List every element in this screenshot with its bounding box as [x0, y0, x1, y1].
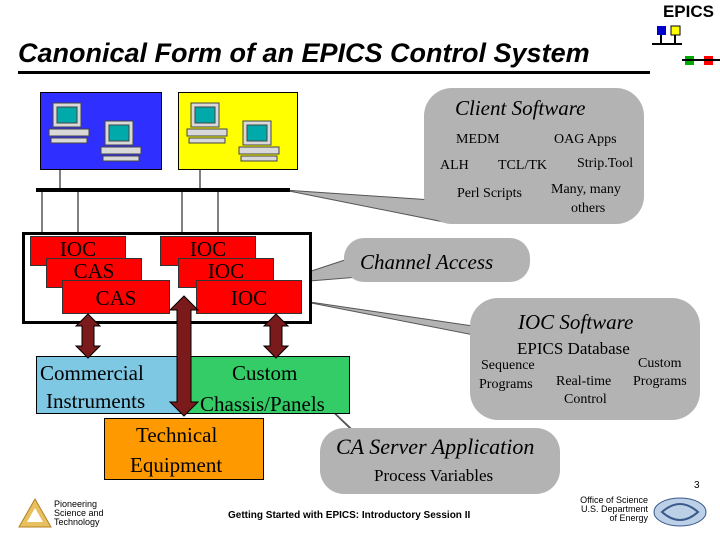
client-item-perl: Perl Scripts	[457, 186, 522, 201]
instruments-label: Instruments	[46, 389, 146, 413]
arrow-icon	[168, 295, 200, 417]
custom-chassis-box	[180, 356, 350, 414]
technical-equipment-box	[104, 418, 264, 480]
page-number: 3	[694, 480, 700, 491]
client-software-bubble	[424, 88, 644, 224]
page-title: Canonical Form of an EPICS Control Syste…	[18, 38, 590, 68]
client-item-alh: ALH	[440, 158, 469, 173]
footer-left-text: Pioneering Science and Technology	[54, 500, 104, 527]
ioc-software-sequence: Sequence	[481, 358, 535, 373]
chassis-panels-label: Chassis/Panels	[200, 392, 325, 416]
footer-left-line-1: Pioneering	[54, 499, 98, 509]
custom-label: Custom	[232, 361, 298, 385]
argonne-logo-icon	[18, 498, 52, 528]
footer-right-line-2: U.S. Department	[580, 504, 648, 514]
ca-server-bubble	[320, 428, 560, 494]
footer-right-line-1: Office of Science	[580, 495, 648, 505]
client-software-heading: Client Software	[455, 96, 586, 120]
ca-server-sub: Process Variables	[374, 466, 494, 485]
ioc-software-custom: Custom	[638, 356, 682, 371]
client-item-others: others	[571, 201, 606, 216]
computer-icon	[48, 102, 142, 162]
ioc-software-programs-left: Programs	[479, 377, 533, 392]
ioc-software-heading: IOC Software	[518, 310, 634, 334]
ioc-software-programs-right: Programs	[633, 374, 687, 389]
ioc-box-mid-right: IOC	[178, 258, 274, 288]
epics-logo-text: EPICS	[662, 2, 714, 21]
ioc-software-control: Control	[564, 392, 607, 407]
computer-icon	[186, 102, 280, 162]
ca-server-heading: CA Server Application	[336, 434, 535, 459]
footer-session-title: Getting Started with EPICS: Introductory…	[228, 510, 471, 521]
footer-right-text: Office of Science U.S. Department of Ene…	[572, 496, 648, 523]
channel-access-label: Channel Access	[360, 250, 494, 274]
equipment-label: Equipment	[130, 453, 223, 477]
doe-logo-icon	[653, 497, 707, 527]
technical-label: Technical	[136, 423, 218, 447]
ioc-software-database: EPICS Database	[517, 339, 630, 358]
ioc-software-bubble	[470, 298, 700, 420]
footer-left-line-3: Technology	[54, 517, 100, 527]
client-item-tcltk: TCL/TK	[498, 158, 547, 173]
cas-box-front-left: CAS	[62, 280, 170, 314]
client-item-striptool: Strip.Tool	[577, 156, 634, 171]
footer-left-line-2: Science and	[54, 508, 104, 518]
network-logo-icon	[652, 25, 720, 65]
channel-access-bubble	[344, 238, 530, 282]
commercial-label: Commercial	[40, 361, 144, 385]
client-item-oag: OAG Apps	[554, 132, 617, 147]
workstation-panel-right	[178, 92, 298, 170]
arrow-icon	[74, 313, 102, 359]
client-item-medm: MEDM	[456, 132, 500, 147]
arrow-icon	[262, 313, 290, 359]
commercial-instruments-box	[36, 356, 184, 414]
ioc-software-realtime: Real-time	[556, 374, 612, 389]
footer-right-line-3: of Energy	[609, 513, 648, 523]
client-item-many: Many, many	[551, 182, 621, 197]
workstation-panel-left	[40, 92, 162, 170]
title-divider	[18, 71, 650, 74]
ioc-box-front-right: IOC	[196, 280, 302, 314]
